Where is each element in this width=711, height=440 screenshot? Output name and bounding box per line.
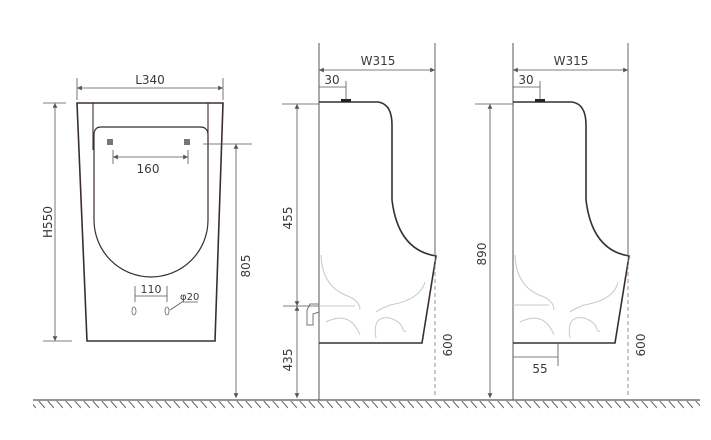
mount-hole-left	[107, 139, 113, 145]
total-height-label: 890	[475, 243, 489, 266]
inlet-offset-label: 30	[324, 73, 339, 87]
bowl-outline	[93, 126, 209, 278]
floor-line	[33, 399, 700, 409]
side-view-2: W315 30 890 55 600	[475, 43, 648, 400]
lower-height-label: 435	[281, 349, 295, 372]
side-outline	[513, 101, 630, 344]
mount-height-label: 805	[239, 255, 253, 278]
mount-hole-right	[184, 139, 190, 145]
outlet-pipe	[306, 303, 320, 326]
width-label: W315	[361, 54, 396, 68]
width-label: W315	[554, 54, 589, 68]
inlet-icon	[535, 99, 545, 102]
outlet-diameter-label: φ20	[180, 292, 199, 303]
inlet-icon	[341, 99, 351, 102]
outlet-hole-left	[131, 306, 137, 316]
height-label: H550	[41, 206, 55, 238]
side-outline	[319, 101, 437, 344]
front-height-label: 600	[634, 334, 648, 357]
length-label: L340	[135, 73, 165, 87]
mount-spacing-label: 160	[137, 162, 160, 176]
front-view: L340 H550 160 110 φ20 805	[41, 73, 253, 398]
inlet-offset-label: 30	[518, 73, 533, 87]
outlet-hole-right	[164, 306, 170, 316]
outlet-offset-label: 55	[532, 362, 547, 376]
side-view-1: W315 30 455 435 600	[281, 43, 455, 400]
upper-height-label: 455	[281, 207, 295, 230]
outlet-spacing-label: 110	[141, 283, 162, 296]
front-height-label: 600	[441, 334, 455, 357]
front-outline	[76, 102, 224, 342]
